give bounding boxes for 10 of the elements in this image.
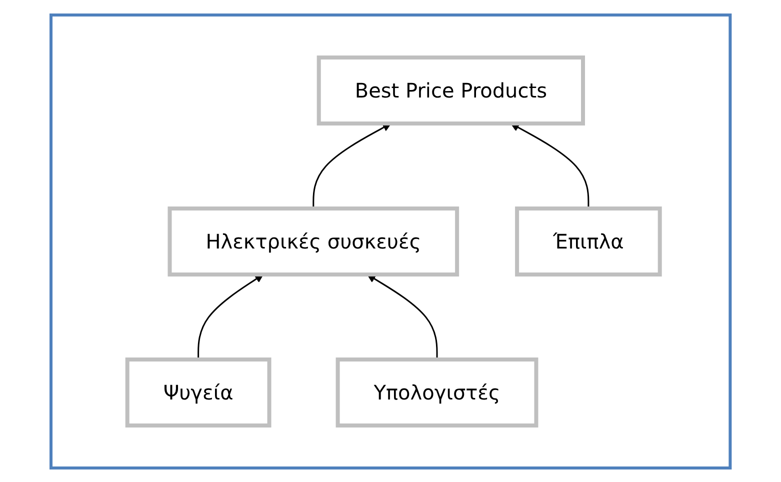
cluster bbox=[49, 13, 732, 469]
node-box: Ψυγεία bbox=[125, 357, 272, 427]
node-box: Έπιπλα bbox=[514, 206, 662, 276]
node-box: Υπολογιστές bbox=[336, 357, 538, 427]
node-box: Best Price Products bbox=[316, 55, 585, 125]
arrow bbox=[366, 274, 438, 359]
arrow bbox=[197, 274, 264, 359]
node-box: Ηλεκτρικές συσκευές bbox=[168, 206, 459, 276]
arrow bbox=[510, 122, 590, 208]
arrow bbox=[312, 122, 392, 208]
